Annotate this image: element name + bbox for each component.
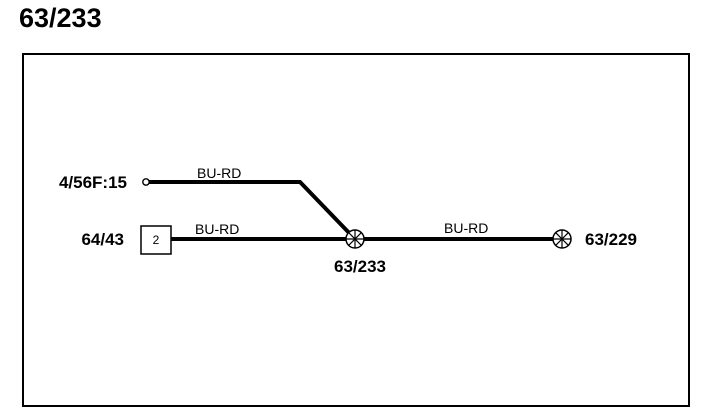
connector-label-64-43: 64/43 — [81, 230, 124, 249]
page-title: 63/233 — [19, 3, 102, 33]
splice-label-63-233: 63/233 — [334, 257, 386, 276]
connector-label-4-56f-15: 4/56F:15 — [59, 173, 127, 192]
terminal-circle-icon[interactable] — [142, 178, 150, 186]
wire-upper[interactable] — [149, 180, 357, 241]
diagram-frame — [22, 53, 690, 407]
wire-color-label: BU-RD — [195, 221, 239, 237]
connector-box-64-43[interactable] — [140, 225, 172, 255]
wire-color-label: BU-RD — [197, 165, 241, 181]
splice-icon[interactable] — [552, 229, 572, 249]
splice-icon[interactable] — [345, 229, 365, 249]
wire-color-label: BU-RD — [444, 220, 488, 236]
connector-pin-label: 2 — [153, 233, 160, 247]
splice-label-63-229: 63/229 — [585, 230, 637, 249]
